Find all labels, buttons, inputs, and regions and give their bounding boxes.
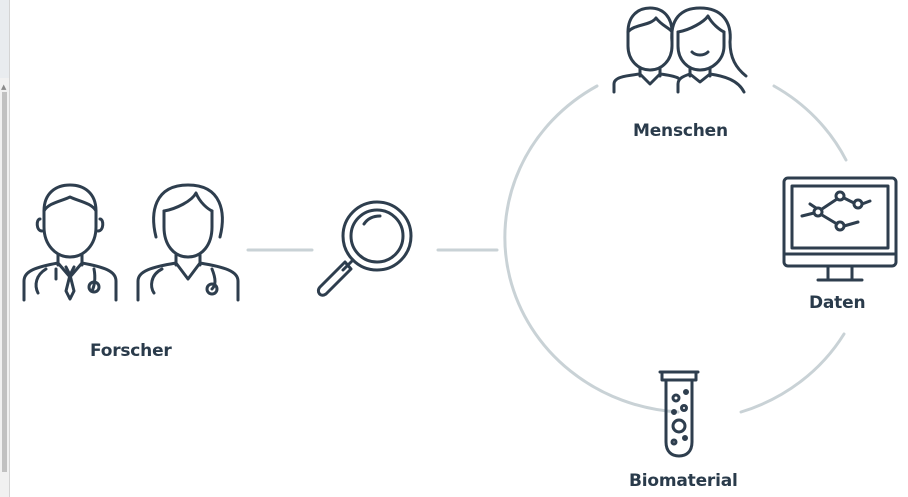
magnifier-icon: [316, 200, 413, 297]
circle-arc-bottom-right: [739, 332, 846, 414]
scrollbar[interactable]: ▲: [0, 0, 10, 497]
scrollbar-thumb[interactable]: [2, 92, 7, 472]
label-biomaterial: Biomaterial: [629, 471, 738, 491]
scroll-up-arrow-icon[interactable]: ▲: [1, 83, 7, 91]
scrollbar-top-area: [0, 0, 9, 78]
people-icon: [612, 6, 748, 94]
doctor-female-icon: [136, 183, 240, 302]
monitor-chart-icon: [782, 176, 898, 282]
test-tube-icon: [658, 370, 700, 458]
connectors: [246, 84, 848, 414]
doctor-male-icon: [22, 183, 118, 302]
circle-arc-top-right: [772, 84, 848, 162]
circle-arc-left: [503, 84, 680, 414]
label-researchers: Forscher: [90, 341, 172, 361]
label-data: Daten: [809, 293, 866, 313]
label-people: Menschen: [633, 121, 728, 141]
